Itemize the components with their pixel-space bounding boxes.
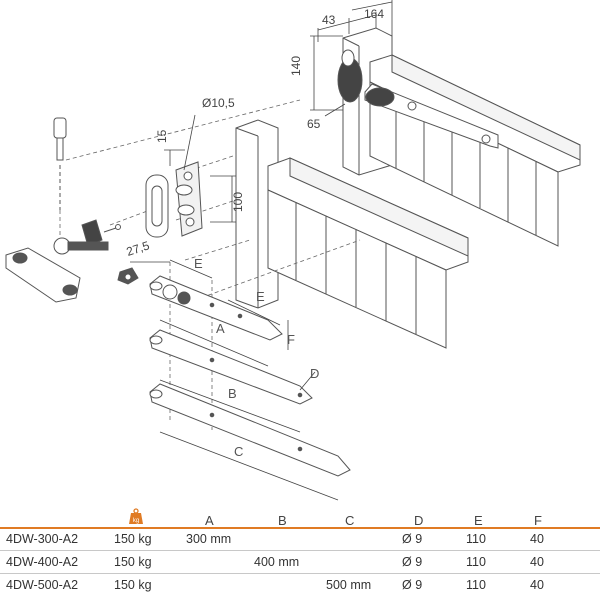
table-row: 4DW-300-A2 150 kg 300 mm Ø 9 110 40 <box>0 528 600 550</box>
label-f: F <box>287 332 295 347</box>
pivot-pin <box>53 117 67 210</box>
header-c: C <box>345 513 355 528</box>
dim-15: 15 <box>155 129 169 143</box>
adjustment-parts <box>5 219 139 303</box>
cell-d: Ø 9 <box>402 578 423 592</box>
cell-e: 110 <box>466 555 486 569</box>
cell-model: 4DW-300-A2 <box>6 532 79 546</box>
cell-load: 150 kg <box>114 578 152 592</box>
cell-d: Ø 9 <box>402 555 423 569</box>
dim-phi-10-5: Ø10,5 <box>202 96 235 110</box>
hinge-exploded-diagram: 43 164 140 65 <box>5 0 581 501</box>
svg-text:kg: kg <box>133 518 139 524</box>
dim-140: 140 <box>289 56 303 76</box>
label-a: A <box>216 321 225 336</box>
strap-b <box>149 329 313 405</box>
cell-b: 400 mm <box>254 555 300 569</box>
strap-dimension-lines <box>130 259 339 501</box>
cell-load: 150 kg <box>114 532 152 546</box>
wall-bracket <box>145 161 203 238</box>
header-f: F <box>534 513 542 528</box>
cell-e: 110 <box>466 532 486 546</box>
header-d: D <box>414 513 424 528</box>
top-dimension-lines <box>310 0 393 117</box>
table-row: 4DW-500-A2 150 kg 500 mm Ø 9 110 40 <box>0 573 600 596</box>
header-e: E <box>474 513 483 528</box>
dim-65: 65 <box>307 117 321 131</box>
label-b: B <box>228 386 237 401</box>
post-and-panel <box>235 119 469 349</box>
dim-100: 100 <box>231 192 245 212</box>
cell-c: 500 mm <box>326 578 372 592</box>
header-a: A <box>205 513 214 528</box>
table-row: 4DW-400-A2 150 kg 400 mm Ø 9 110 40 <box>0 550 600 573</box>
spec-table: kg A B C D E F 4DW-300-A2 150 kg 300 mm … <box>0 506 600 596</box>
dim-27-5: 27,5 <box>125 238 152 259</box>
cell-model: 4DW-500-A2 <box>6 578 79 592</box>
assembled-gate-view <box>337 27 581 247</box>
table-accent-divider <box>0 527 600 529</box>
dim-164: 164 <box>364 7 384 21</box>
cell-f: 40 <box>530 578 544 592</box>
table-header: kg A B C D E F <box>0 506 600 528</box>
cell-e: 110 <box>466 578 486 592</box>
strap-a <box>149 275 283 341</box>
dim-43: 43 <box>322 13 336 27</box>
cell-load: 150 kg <box>114 555 152 569</box>
strap-c <box>149 383 351 477</box>
label-e-right: E <box>256 289 265 304</box>
label-d: D <box>310 366 319 381</box>
label-e-top: E <box>194 256 203 271</box>
label-c: C <box>234 444 243 459</box>
cell-f: 40 <box>530 555 544 569</box>
cell-model: 4DW-400-A2 <box>6 555 79 569</box>
header-b: B <box>278 513 287 528</box>
weight-kg-icon: kg <box>129 508 143 527</box>
cell-f: 40 <box>530 532 544 546</box>
bracket-dimension-lines <box>164 114 236 223</box>
cell-d: Ø 9 <box>402 532 423 546</box>
cell-a: 300 mm <box>186 532 232 546</box>
